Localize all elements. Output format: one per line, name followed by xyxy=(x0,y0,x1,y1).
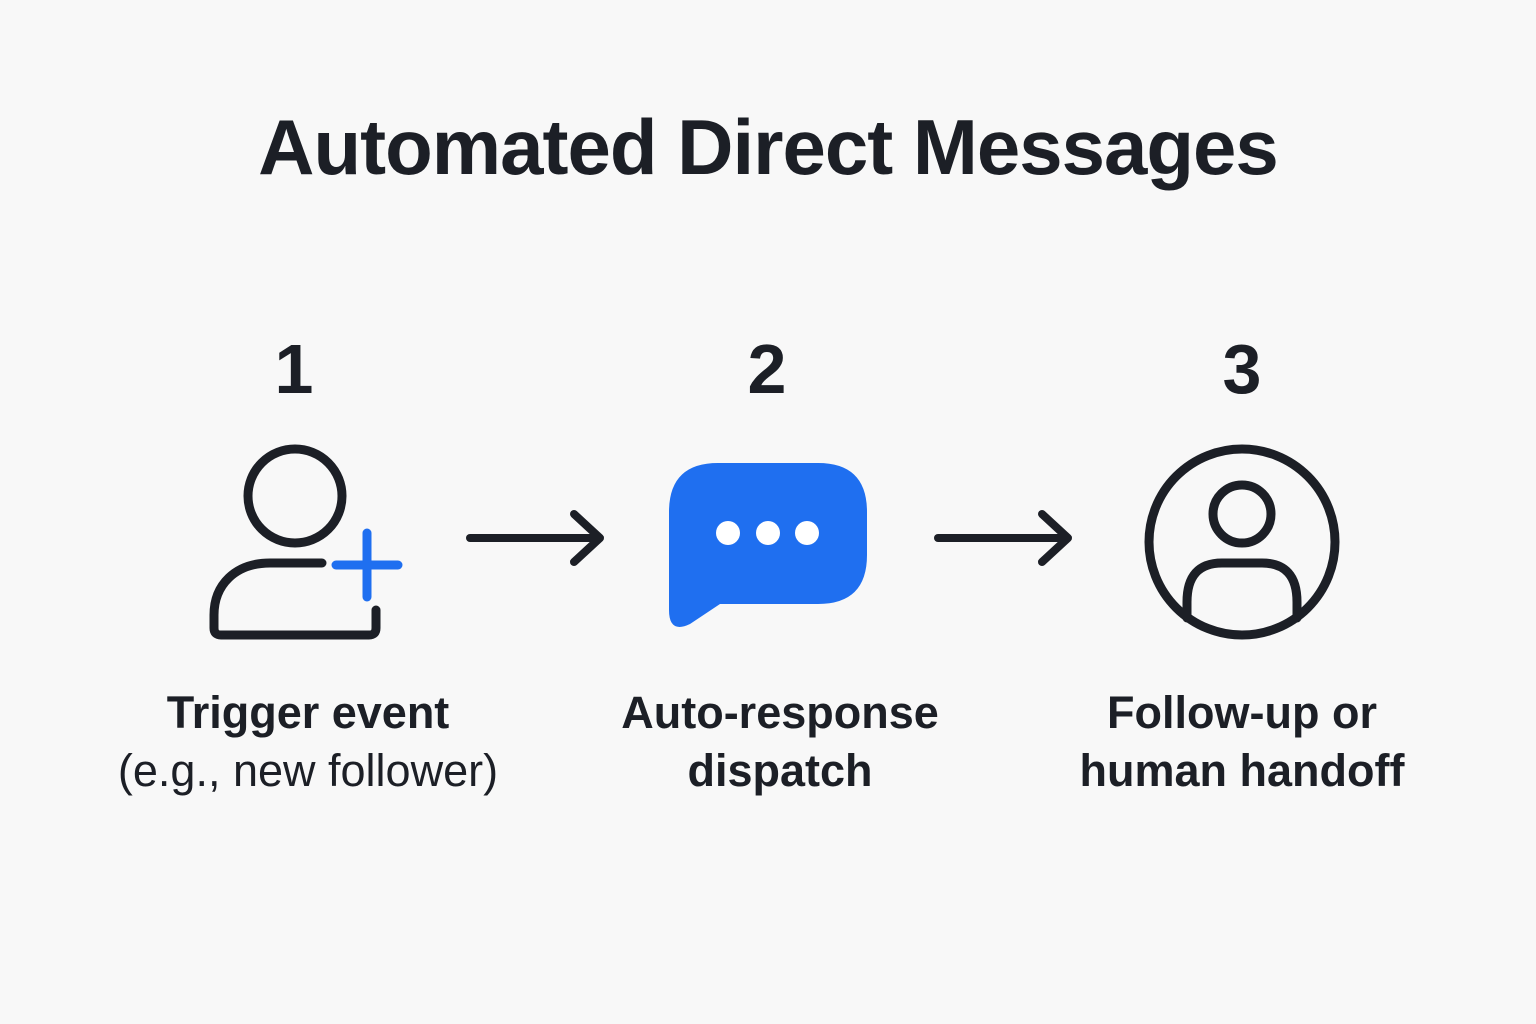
step-1-caption-title: Trigger event xyxy=(166,687,450,738)
step-1-caption-detail: (e.g., new follower) xyxy=(117,745,499,796)
step-1-caption: Trigger event (e.g., new follower) xyxy=(98,684,518,800)
diagram-title: Automated Direct Messages xyxy=(258,103,1279,191)
step-2-caption-title: Auto-response xyxy=(621,687,939,738)
arrow-right-icon xyxy=(466,510,604,566)
step-2-caption-detail: dispatch xyxy=(687,745,873,796)
add-user-icon xyxy=(209,444,403,640)
step-3-number: 3 xyxy=(1222,330,1262,408)
step-2-number: 2 xyxy=(747,330,787,408)
arrow-right-icon xyxy=(934,510,1072,566)
step-2-caption: Auto-response dispatch xyxy=(570,684,990,800)
step-1-number: 1 xyxy=(274,330,314,408)
user-circle-icon xyxy=(1144,444,1340,640)
step-3-caption: Follow-up or human handoff xyxy=(1032,684,1452,800)
step-3-caption-title: Follow-up or xyxy=(1107,687,1377,738)
chat-bubble-icon xyxy=(669,463,867,627)
step-3-caption-detail: human handoff xyxy=(1079,745,1405,796)
